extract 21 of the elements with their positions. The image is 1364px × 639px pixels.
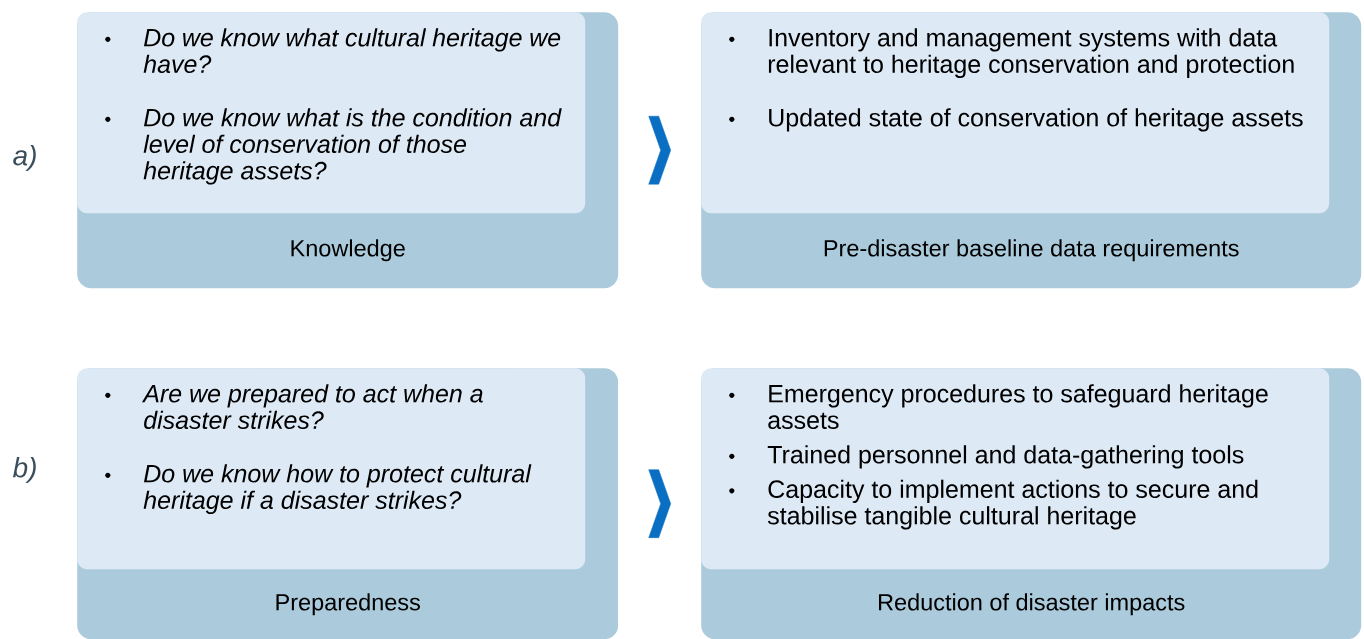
bullet-item: Updated state of conservation of heritage assets [729, 108, 1303, 132]
row-label: b) [12, 456, 36, 484]
panel-title: Preparedness [276, 593, 420, 616]
row-label: a) [13, 144, 36, 172]
panel-title: Reduction of disaster impacts [879, 593, 1185, 616]
bullet-item: Do we know how to protect cultural heritage if a disaster strikes? [105, 464, 532, 514]
bullet-item: Capacity to implement actions to secure and stabilise tangible cultural heritage [729, 479, 1258, 530]
chevron-arrow [648, 469, 671, 538]
bullet-item: Trained personnel and data-gathering tools [729, 445, 1244, 469]
bullet-item: Emergency procedures to safeguard heritage assets [729, 384, 1268, 430]
chevron-arrow [648, 115, 671, 185]
panel-title: Knowledge [291, 239, 405, 262]
bullet-item: Do we know what cultural heritage we have? [105, 28, 561, 74]
bullet-box [701, 12, 1330, 214]
bullet-box [77, 12, 586, 214]
bullet-item: Do we know what is the condition and level of conservation of those heritage assets? [105, 108, 562, 185]
bullet-item: Are we prepared to act when a disaster strikes? [105, 384, 483, 430]
panel-title: Pre-disaster baseline data requirements [824, 239, 1239, 262]
bullet-item: Inventory and management systems with data relevant to heritage conservation and protection [729, 28, 1294, 78]
bullet-box [77, 368, 586, 570]
bullet-box [701, 368, 1330, 570]
